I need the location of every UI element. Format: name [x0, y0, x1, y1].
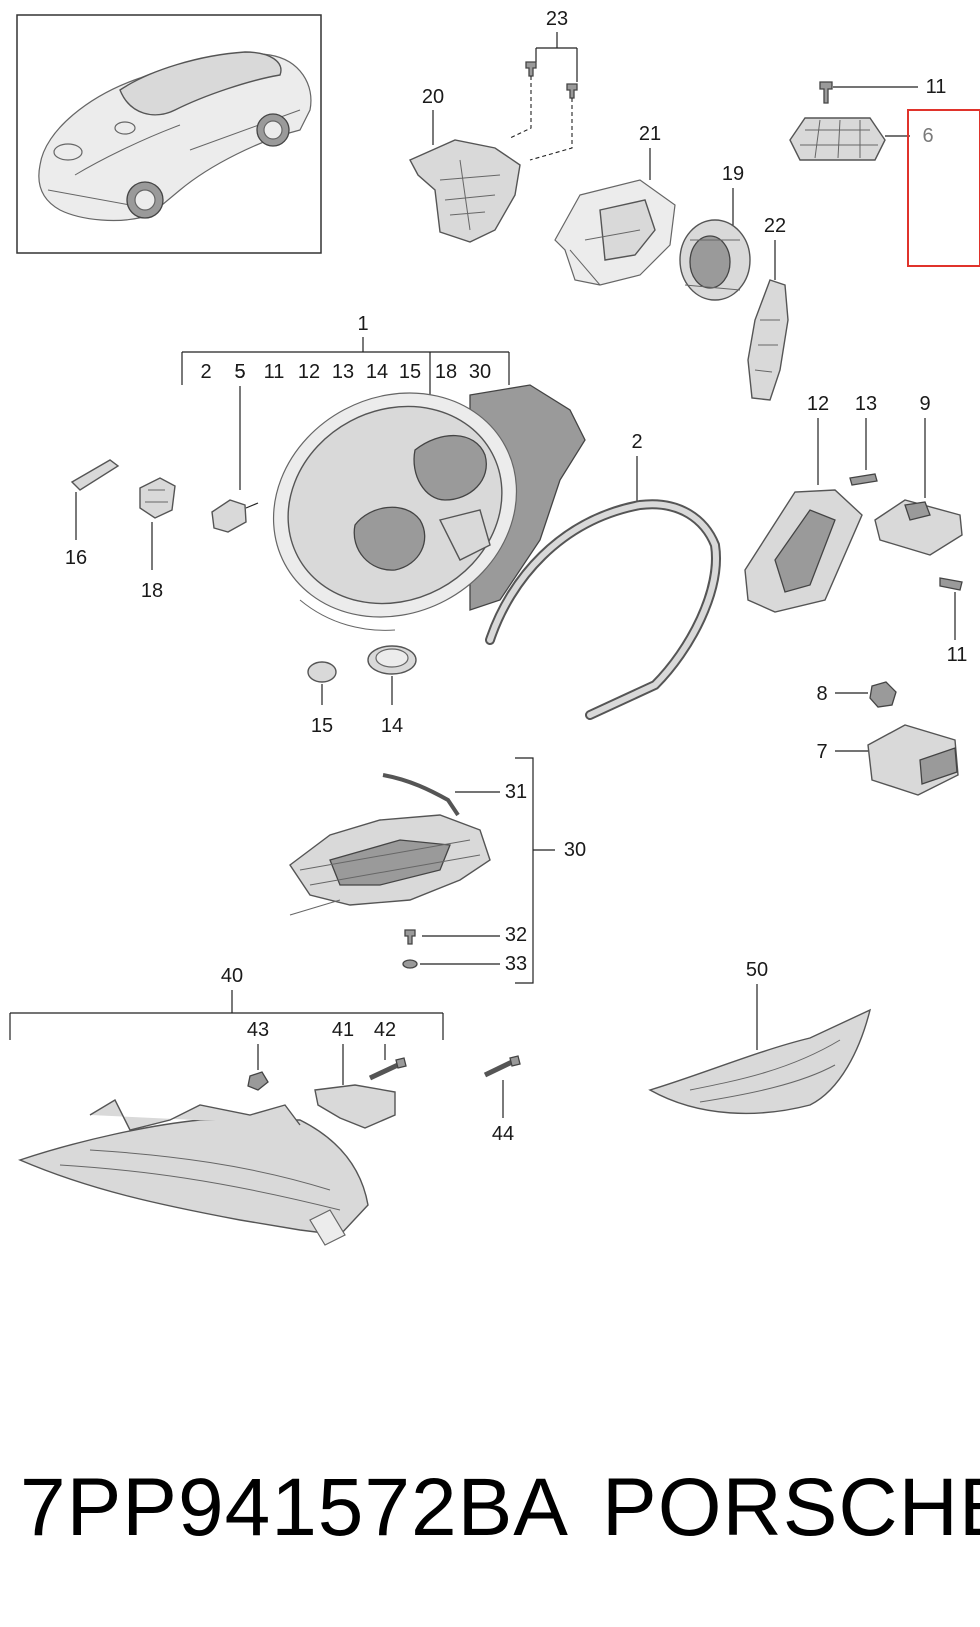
callout-11-right: 11: [947, 644, 968, 666]
part-5-actuator: 5: [211, 361, 259, 533]
vehicle-thumbnail: [16, 14, 322, 254]
callout-8: 8: [816, 683, 827, 705]
callout-40: 40: [221, 965, 243, 987]
subpart-label: 30: [469, 361, 491, 383]
callout-5: 5: [234, 361, 245, 383]
part-14-cap: 14: [367, 645, 417, 737]
callout-32: 32: [505, 924, 527, 946]
part-30-group: 30 31 32 33: [289, 757, 586, 984]
callout-50: 50: [746, 959, 768, 981]
callout-6: 6: [922, 125, 933, 147]
callout-14: 14: [381, 715, 403, 737]
part-44-screw: 44: [483, 1055, 521, 1145]
callout-21: 21: [639, 123, 661, 145]
subpart-label: 12: [298, 361, 320, 383]
callout-18: 18: [141, 580, 163, 602]
part-19-module: 19: [679, 163, 751, 301]
part-15-cover: 15: [307, 661, 337, 737]
part-7-control-unit: 7: [816, 724, 959, 796]
subpart-label: 15: [399, 361, 421, 383]
subpart-label: 14: [366, 361, 388, 383]
callout-41: 41: [332, 1019, 354, 1041]
part-13-screw: 13: [849, 393, 878, 486]
subpart-label: 2: [200, 361, 211, 383]
callout-43: 43: [247, 1019, 269, 1041]
callout-15: 15: [311, 715, 333, 737]
part-23-screws: 23: [509, 8, 578, 161]
part-18-cap: 18: [139, 477, 176, 602]
subpart-label: 13: [332, 361, 354, 383]
callout-42: 42: [374, 1019, 396, 1041]
callout-22: 22: [764, 215, 786, 237]
highlight-box: [907, 109, 980, 267]
callout-31: 31: [505, 781, 527, 803]
part-22-bracket: 22: [747, 215, 789, 401]
callout-1: 1: [357, 313, 368, 335]
part-21-frame: 21: [554, 123, 676, 286]
part-11-screw: 11: [939, 577, 968, 666]
callout-7: 7: [816, 741, 827, 763]
subpart-label: 5: [234, 361, 245, 383]
callout-23: 23: [546, 8, 568, 30]
callout-2: 2: [631, 431, 642, 453]
brand-name: PORSCHE: [602, 1462, 980, 1553]
part-6-control-unit: 11 6: [789, 76, 980, 267]
callout-19: 19: [722, 163, 744, 185]
part-50-trim: 50: [648, 959, 872, 1115]
callout-20: 20: [422, 86, 444, 108]
part-9-module: 9: [874, 393, 963, 556]
part-number: 7PP941572BA: [20, 1462, 570, 1553]
assembly-1-subpart-labels: 2 5 11 12 13 14 15 18 30: [200, 361, 491, 383]
part-12-ballast: 12: [744, 393, 863, 613]
callout-11-top: 11: [926, 76, 947, 98]
subpart-label: 18: [435, 361, 457, 383]
part-20-bracket: 20: [409, 86, 521, 243]
callout-33: 33: [505, 953, 527, 975]
callout-13: 13: [855, 393, 877, 415]
callout-9: 9: [919, 393, 930, 415]
part-8-nut: 8: [816, 681, 897, 708]
part-16-clip: 16: [65, 459, 120, 569]
callout-44: 44: [492, 1123, 514, 1145]
callout-16: 16: [65, 547, 87, 569]
part-40-group: 40 43 41 42: [9, 965, 444, 1246]
part-1-headlamp-assembly: 1 2 5 11 12 13 14 15 18 30: [181, 313, 586, 631]
part-2-gasket: 2: [485, 431, 721, 720]
callout-12: 12: [807, 393, 829, 415]
callout-30: 30: [564, 839, 586, 861]
subpart-label: 11: [264, 361, 285, 383]
